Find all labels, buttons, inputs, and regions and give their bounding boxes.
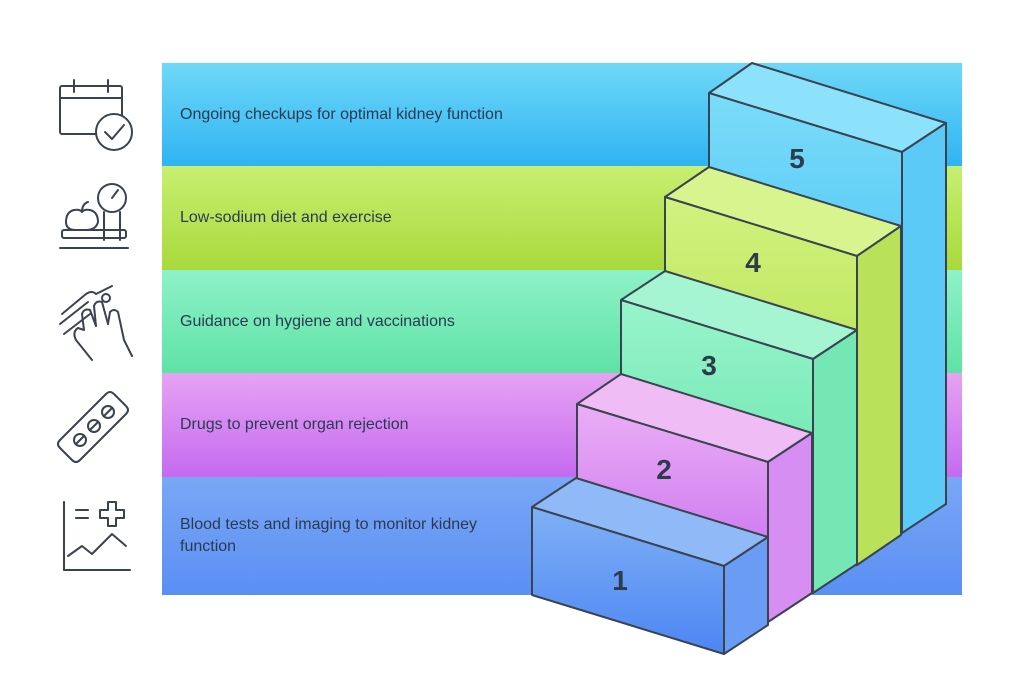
calendar-check-icon <box>52 72 136 156</box>
chart-medical-icon <box>52 494 136 578</box>
step-1-number: 1 <box>612 565 628 596</box>
step-5-label: Ongoing checkups for optimal kidney func… <box>180 106 503 123</box>
step-1-label: Blood tests and imaging to monitor kidne… <box>180 516 478 555</box>
step-5-number: 5 <box>789 143 805 174</box>
step-2-number: 2 <box>656 454 672 485</box>
step-4-label: Low-sodium diet and exercise <box>180 209 392 226</box>
washing-hands-icon <box>52 280 136 364</box>
scale-apple-icon <box>52 176 136 260</box>
pill-strip-icon <box>52 384 136 468</box>
step-4-number: 4 <box>745 247 761 278</box>
stair-step-1 <box>531 477 769 655</box>
step-2-label: Drugs to prevent organ rejection <box>180 416 409 433</box>
step-3-number: 3 <box>701 350 717 381</box>
step-3-label: Guidance on hygiene and vaccinations <box>180 313 455 330</box>
